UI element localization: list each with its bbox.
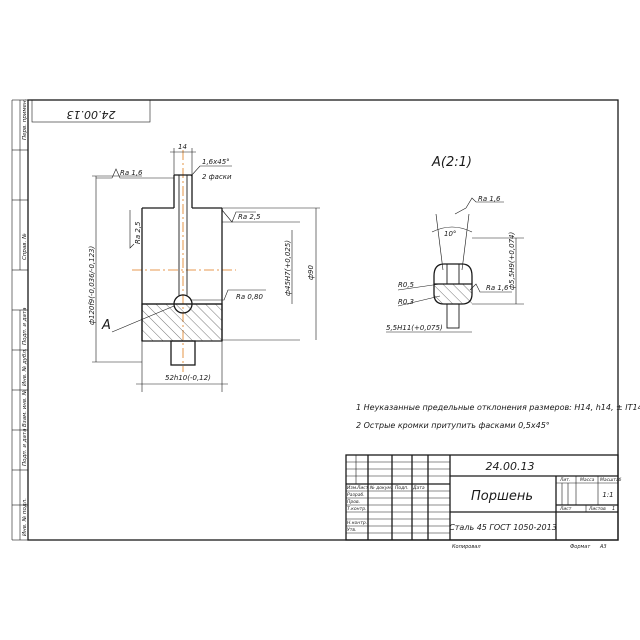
tb-format-label: Формат [570, 544, 591, 550]
designation-box-rotated: 24.00.13 [31, 99, 151, 123]
tb-sheets-label: Листов [588, 506, 606, 512]
side-column-labels: Перв. примен. Справ. № Подп. и дата Инв.… [22, 98, 28, 536]
title-block: Изм. Лист № докум. Подп. Дата Разраб. Пр… [345, 454, 622, 550]
roughness-left: Ra 2,5 [134, 221, 142, 244]
tb-col-sign: Подп. [395, 485, 409, 491]
designation-rotated-text: 24.00.13 [67, 108, 116, 121]
main-view: 14 1,6х45° 2 фаски Ra 1,6 Ra 2,5 Ra 2,5 … [88, 143, 320, 392]
side-label-6: Инв. № подл. [22, 498, 28, 536]
tb-role-4: Н.контр. [347, 520, 367, 526]
tb-scale-label: Масштаб [600, 477, 622, 483]
tb-role-2: Т.контр. [347, 506, 367, 512]
detail-dim-width: 5,5H11(+0,075) [386, 324, 443, 332]
dim-top-width: 14 [178, 143, 187, 151]
detail-roughness-top: Ra 1,6 [478, 195, 501, 203]
tb-scale-value: 1:1 [602, 491, 613, 499]
tb-role-0: Разраб. [347, 492, 365, 498]
tb-role-1: Пров. [347, 499, 360, 505]
technical-notes: 1 Неуказанные предельные отклонения разм… [356, 403, 640, 430]
tb-sheet-label: Лист [559, 506, 572, 512]
side-label-5: Подп. и дата [22, 428, 28, 466]
tb-designation: 24.00.13 [486, 460, 535, 473]
tb-copied: Копировал [452, 544, 481, 550]
side-label-3: Инв. № дубл. [22, 348, 28, 386]
dim-bottom: 52h10(-0,12) [165, 374, 211, 382]
detail-view-a: А(2:1) 10° Ra 1,6 R0,5 R0,3 Ra 1,6 ф5,5H… [386, 155, 524, 333]
roughness-hole: Ra 0,80 [236, 293, 264, 301]
tb-format-value: А3 [599, 544, 607, 550]
detail-angle: 10° [444, 230, 456, 238]
side-label-4: Взам. инв. № [22, 389, 28, 427]
note-1: 1 Неуказанные предельные отклонения разм… [356, 403, 640, 412]
tb-mass-label: Масса [580, 477, 595, 483]
chamfer-count-label: 2 фаски [202, 173, 232, 181]
tb-col-list: Лист [356, 485, 369, 491]
section-mark-a: А [101, 318, 111, 333]
detail-radius-1: R0,5 [398, 281, 415, 289]
tb-name: Поршень [471, 489, 533, 504]
roughness-right: Ra 2,5 [238, 213, 261, 221]
dim-left-diameter: ф120f9(-0,036/-0,123) [88, 246, 96, 325]
detail-title: А(2:1) [431, 155, 472, 170]
tb-col-date: Дата [412, 485, 425, 491]
side-label-0: Перв. примен. [22, 98, 28, 140]
note-2: 2 Острые кромки притупить фасками 0,5х45… [356, 421, 550, 430]
tb-col-doc: № докум. [369, 485, 392, 491]
groove-circle [173, 294, 193, 314]
chamfer-label: 1,6х45° [202, 158, 230, 166]
tb-col-izm: Изм. [347, 485, 358, 491]
drawing-frame [11, 99, 619, 541]
tb-lit-label: Лит. [559, 477, 570, 483]
roughness-top: Ra 1,6 [120, 169, 143, 177]
dim-inner-diameter: ф45H7(+0,025) [284, 240, 292, 296]
tb-sheets-value: 1 [612, 506, 615, 512]
tb-role-5: Утв. [347, 527, 356, 533]
detail-radius-2: R0,3 [398, 298, 414, 306]
side-label-1: Справ. № [22, 233, 28, 260]
dim-outer-height: ф90 [307, 265, 315, 280]
tb-material: Сталь 45 ГОСТ 1050-2013 [449, 523, 557, 532]
detail-roughness-bottom: Ra 1,6 [486, 284, 509, 292]
detail-dim-diameter: ф5,5H9(+0,074) [508, 232, 516, 290]
side-label-2: Подп. и дата [22, 307, 28, 345]
